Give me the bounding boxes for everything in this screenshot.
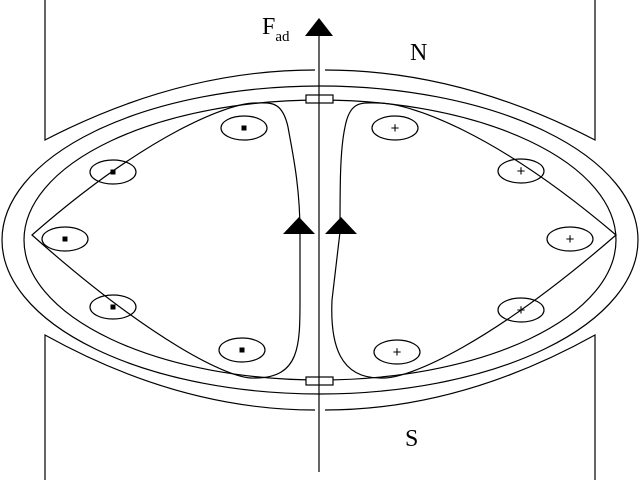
conductor-dot <box>220 115 268 141</box>
plus-icon: + <box>517 302 526 319</box>
dot-icon <box>110 304 116 310</box>
conductor-plus: + <box>497 297 545 323</box>
left-flux-arrow-icon <box>283 217 315 234</box>
south-pole-left-outline <box>44 333 316 480</box>
dot-icon <box>110 169 116 175</box>
plus-icon: + <box>517 163 526 180</box>
conductor-dot <box>218 337 266 363</box>
force-label: Fad <box>262 14 290 45</box>
conductor-plus: + <box>371 115 419 141</box>
rotor-inner-ellipse <box>23 99 617 381</box>
plus-icon: + <box>391 120 400 137</box>
north-pole-label: N <box>410 40 427 66</box>
plus-icon: + <box>566 231 575 248</box>
north-pole-right-outline <box>324 0 596 141</box>
rotor-outer-ellipse <box>1 85 639 395</box>
dot-icon <box>241 125 247 131</box>
right-flux-arrow-icon <box>325 217 357 234</box>
south-pole <box>44 333 596 480</box>
conductor-dot <box>41 226 89 252</box>
south-pole-right-outline <box>324 333 596 480</box>
north-pole-left-outline <box>44 0 316 141</box>
plus-icon: + <box>393 344 402 361</box>
right-flux-loop <box>331 102 617 379</box>
force-label-subscript: ad <box>275 29 290 45</box>
dot-icon <box>239 347 245 353</box>
conductor-plus: + <box>373 339 421 365</box>
conductor-plus: + <box>546 226 594 252</box>
conductor-dot <box>89 159 137 185</box>
south-pole-label: S <box>405 426 418 452</box>
dot-icon <box>62 236 68 242</box>
left-flux-loop <box>31 102 301 379</box>
conductor-plus: + <box>497 158 545 184</box>
north-pole <box>44 0 596 141</box>
force-arrow-head <box>305 18 333 36</box>
conductor-dot <box>89 294 137 320</box>
force-label-main: F <box>262 14 275 40</box>
conductors-into-page: + + + + + <box>371 115 594 365</box>
conductors-out-of-page <box>41 115 268 363</box>
